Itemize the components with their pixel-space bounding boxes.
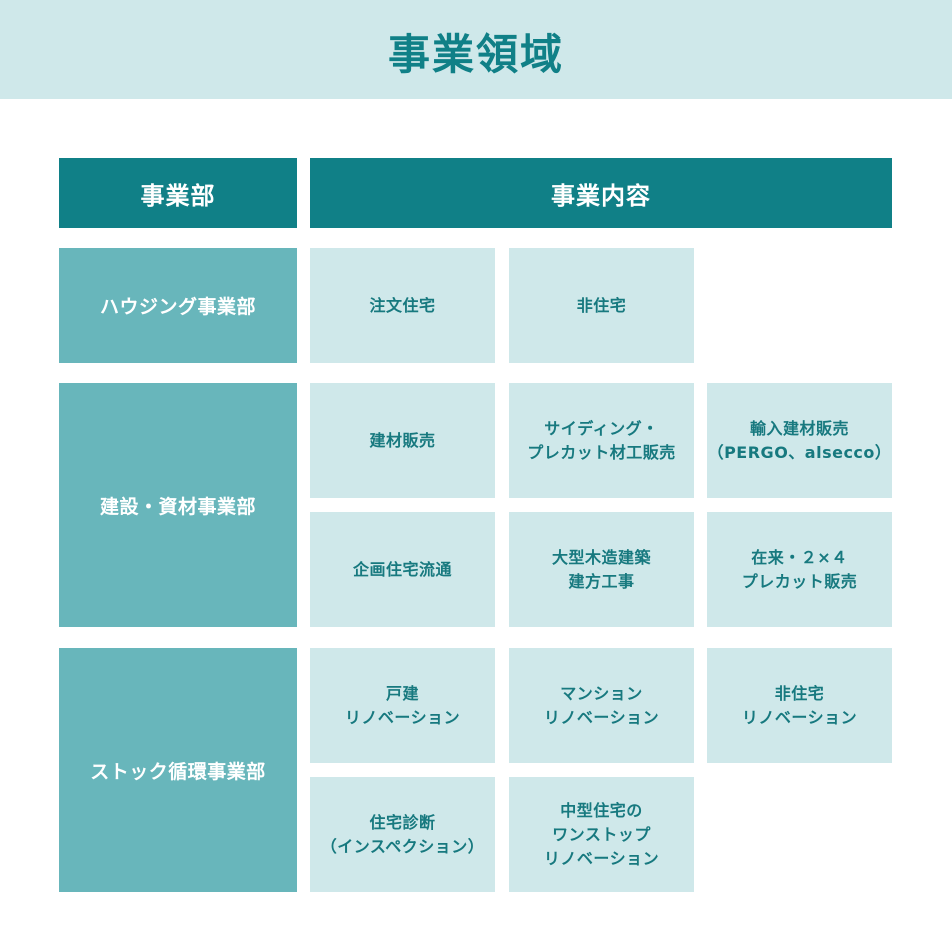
business-cell: 住宅診断 （インスペクション） xyxy=(310,777,495,892)
business-cell: 在来・２×４ プレカット販売 xyxy=(707,512,892,627)
department-construction-materials: 建設・資材事業部 xyxy=(59,383,297,627)
business-cell: 戸建 リノベーション xyxy=(310,648,495,763)
business-cell: 建材販売 xyxy=(310,383,495,498)
header-department: 事業部 xyxy=(59,158,297,228)
department-stock-circulation: ストック循環事業部 xyxy=(59,648,297,892)
title-banner: 事業領域 xyxy=(0,0,952,99)
business-cell: サイディング・ プレカット材工販売 xyxy=(509,383,694,498)
business-cell: 非住宅 xyxy=(509,248,694,363)
header-business: 事業内容 xyxy=(310,158,892,228)
business-cell: 企画住宅流通 xyxy=(310,512,495,627)
business-cell: 大型木造建築 建方工事 xyxy=(509,512,694,627)
business-cell: 輸入建材販売 （PERGO、alsecco） xyxy=(707,383,892,498)
business-cell: マンション リノベーション xyxy=(509,648,694,763)
department-housing: ハウジング事業部 xyxy=(59,248,297,363)
business-cell: 注文住宅 xyxy=(310,248,495,363)
business-cell: 中型住宅の ワンストップ リノベーション xyxy=(509,777,694,892)
page-title: 事業領域 xyxy=(387,30,564,79)
business-cell: 非住宅 リノベーション xyxy=(707,648,892,763)
